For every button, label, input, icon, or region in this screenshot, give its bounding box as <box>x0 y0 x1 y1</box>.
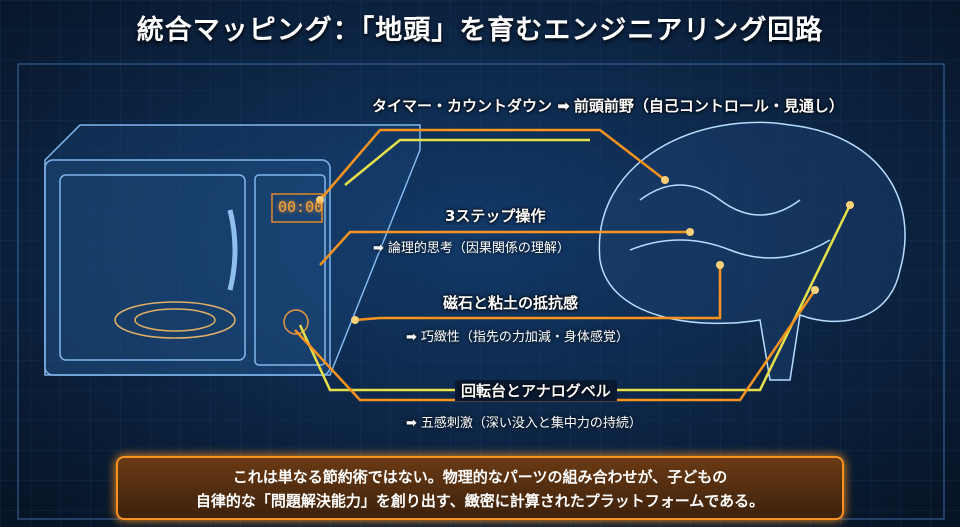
mapping-timer: タイマー・カウントダウン ➡前頭前野（自己コントロール・見通し） <box>372 95 844 116</box>
microwave-display: 00:00 <box>278 198 324 216</box>
feature-label: タイマー・カウントダウン <box>372 97 553 115</box>
page-title: 統合マッピング：「地頭」を育むエンジニアリング回路 <box>136 15 824 46</box>
effect-label: 五感刺激（深い没入と集中力の持続） <box>420 416 642 431</box>
arrow-right-icon: ➡ <box>373 241 384 256</box>
summary-box: これは単なる節約術ではない。物理的なパーツの組み合わせが、子どもの 自律的な「問… <box>116 456 844 520</box>
summary-line-1: これは単なる節約術ではない。物理的なパーツの組み合わせが、子どもの <box>232 468 728 486</box>
arrow-right-icon: ➡ <box>406 416 417 431</box>
arrow-right-icon: ➡ <box>406 330 417 345</box>
brain-illustration <box>598 121 906 381</box>
microwave-illustration <box>44 124 421 376</box>
arrow-right-icon: ➡ <box>557 97 570 115</box>
summary-line-2: 自律的な「問題解決能力」を創り出す、緻密に計算されたプラットフォームである。 <box>195 492 765 510</box>
mapping-effect: ➡巧緻性（指先の力加減・身体感覚） <box>406 326 629 345</box>
effect-label: 前頭前野（自己コントロール・見通し） <box>573 97 844 115</box>
feature-label: 磁石と粘土の抵抗感 <box>443 294 579 312</box>
mapping-effect: ➡論理的思考（因果関係の理解） <box>373 237 570 256</box>
effect-label: 巧緻性（指先の力加減・身体感覚） <box>420 330 629 345</box>
mapping-effect: ➡五感刺激（深い没入と集中力の持続） <box>406 412 642 431</box>
feature-label: 回転台とアナログベル <box>455 380 617 401</box>
effect-label: 論理的思考（因果関係の理解） <box>387 241 570 256</box>
feature-label: 3ステップ操作 <box>445 207 546 225</box>
